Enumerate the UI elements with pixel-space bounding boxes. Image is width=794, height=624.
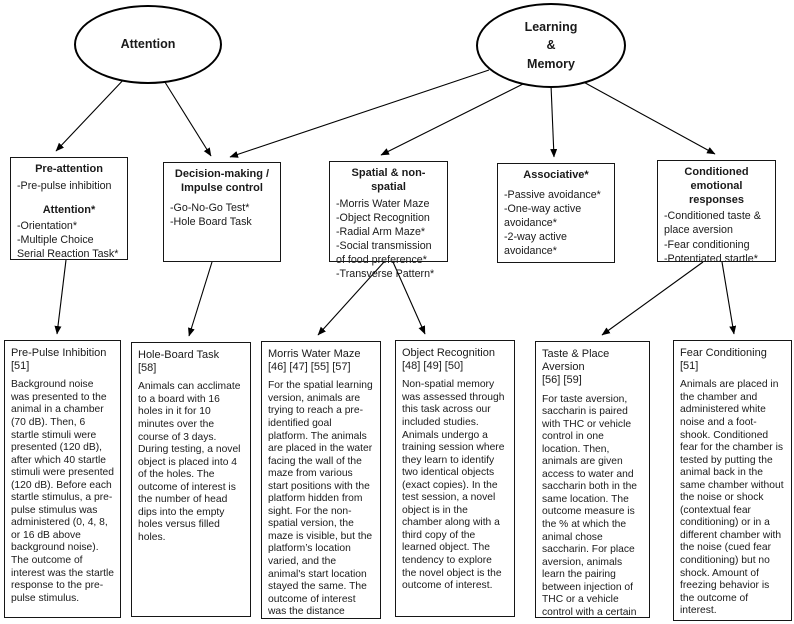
detail-refs: [56] [59] [542,374,582,387]
category-item: -Conditioned taste & place aversion [664,210,761,237]
category-box-pre-attention: Pre-attention -Pre-pulse inhibition Atte… [10,157,128,260]
node-learning-memory: Learning & Memory [476,3,626,88]
node-attention-label: Attention [120,37,176,52]
category-box-conditioned: Conditioned emotional responses -Conditi… [657,160,776,265]
arrow-lm-to-associative [550,84,558,158]
category-title: Decision-making / Impulse control [174,168,270,194]
detail-body: Non-spatial memory was assessed through … [402,379,505,592]
category-item: -Hole Board Task [170,215,252,228]
category-item: -Social transmission of food preference* [336,239,432,266]
detail-box-morris-water-maze: Morris Water Maze [46] [47] [55] [57] Fo… [261,341,381,619]
node-lm-line1: Learning [524,20,578,35]
detail-title: Fear Conditioning [680,347,767,359]
detail-body: For taste aversion, saccharin is paired … [542,393,638,618]
category-item: -Fear conditioning [664,238,750,251]
category-title: Associative* [523,169,589,181]
arrow-lm-to-conditioned [577,78,716,155]
arrow-preattention-to-ppi [54,259,67,335]
detail-box-pre-pulse-inhibition: Pre-Pulse Inhibition [51] Background noi… [4,340,121,618]
arrow-decision-to-holeboard [188,261,213,337]
category-box-associative: Associative* -Passive avoidance* -One-wa… [497,163,615,263]
category-item: -Orientation* [17,219,77,232]
category-item: -Potentiated startle* [664,252,758,265]
category-box-spatial: Spatial & non-spatial -Morris Water Maze… [329,161,448,280]
category-item: -Radial Arm Maze* [336,225,426,238]
category-title: Pre-attention [35,163,103,175]
category-item: -Transverse Pattern* [336,268,435,281]
node-lm-line3: Memory [527,56,575,71]
category-box-decision-making: Decision-making / Impulse control -Go-No… [163,162,281,262]
arrow-attention-to-pre-attention [55,75,128,152]
node-attention: Attention [74,5,222,84]
detail-body: Background noise was presented to the an… [11,379,115,604]
arrow-conditioned-to-tasteplace [601,261,704,336]
detail-title: Morris Water Maze [268,348,361,360]
detail-title: Hole-Board Task [138,349,220,361]
category-item: -Pre-pulse inhibition [17,179,112,192]
arrow-lm-to-decision-making [229,69,490,158]
category-subtitle: Attention* [42,203,96,216]
detail-title: Pre-Pulse Inhibition [11,347,107,359]
detail-refs: [51] [11,360,30,373]
detail-box-taste-place-aversion: Taste & Place Aversion [56] [59] For tas… [535,341,650,618]
detail-refs: [46] [47] [55] [57] [268,361,351,374]
category-item: -Multiple Choice Serial Reaction Task* [17,233,119,260]
category-title: Spatial & non-spatial [351,167,426,193]
category-item: -Go-No-Go Test* [170,201,250,214]
arrow-lm-to-spatial [380,81,528,156]
detail-box-hole-board: Hole-Board Task [58] Animals can acclima… [131,342,251,617]
detail-body: For the spatial learning version, animal… [268,380,373,618]
detail-body: Animals can acclimate to a board with 16… [138,381,241,543]
detail-body: Animals are placed in the chamber and ad… [680,379,784,617]
category-item: -Object Recognition [336,211,430,224]
detail-refs: [51] [680,360,699,373]
category-item: -Morris Water Maze [336,197,430,210]
category-title: Conditioned emotional responses [684,166,749,206]
detail-refs: [58] [138,362,157,375]
arrow-attention-to-decision-making [162,78,212,157]
category-item: -2-way active avoidance* [504,231,567,258]
detail-box-object-recognition: Object Recognition [48] [49] [50] Non-sp… [395,340,515,617]
category-item: -One-way active avoidance* [504,202,582,229]
category-item: -Passive avoidance* [504,188,601,201]
node-lm-line2: & [546,38,556,53]
detail-box-fear-conditioning: Fear Conditioning [51] Animals are place… [673,340,792,621]
arrow-conditioned-to-fear [721,261,737,335]
detail-title: Object Recognition [402,347,495,359]
detail-title: Taste & Place Aversion [542,348,610,374]
detail-refs: [48] [49] [50] [402,360,464,373]
